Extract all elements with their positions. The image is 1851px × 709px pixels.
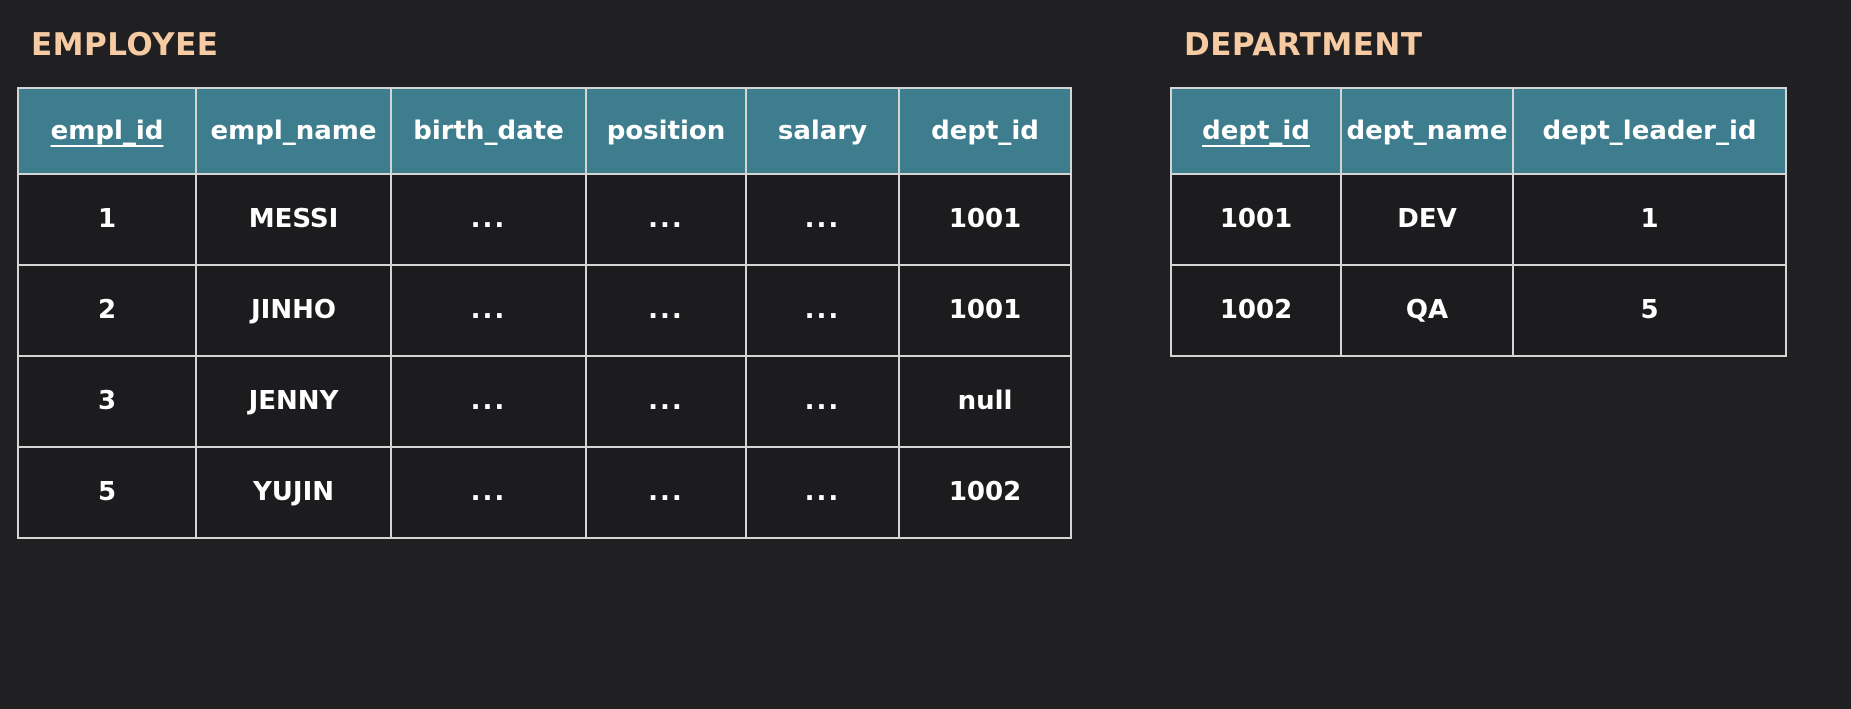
column-header-birth-date: birth_date (390, 87, 587, 175)
cell-empl-name: YUJIN (195, 446, 392, 539)
column-header-empl-name: empl_name (195, 87, 392, 175)
column-header-label: position (606, 115, 726, 146)
cell-salary: ... (745, 446, 900, 539)
column-header-label: dept_leader_id (1542, 115, 1757, 146)
cell-birth-date: ... (390, 355, 587, 448)
cell-empl-id: 3 (17, 355, 197, 448)
employee-header-row: empl_id empl_name birth_date position sa… (17, 87, 1072, 175)
department-table: dept_id dept_name dept_leader_id 1001 DE… (1170, 87, 1787, 357)
cell-salary: ... (745, 355, 900, 448)
employee-table-block: EMPLOYEE empl_id empl_name birth_date (17, 30, 1072, 539)
cell-dept-leader-id: 5 (1512, 264, 1787, 357)
cell-dept-id: 1002 (898, 446, 1072, 539)
cell-empl-name: JINHO (195, 264, 392, 357)
cell-dept-leader-id: 1 (1512, 173, 1787, 266)
cell-empl-name: MESSI (195, 173, 392, 266)
column-header-label: birth_date (413, 115, 564, 146)
cell-position: ... (585, 355, 747, 448)
column-header-label: salary (777, 115, 868, 146)
table-row: 1001 DEV 1 (1170, 173, 1787, 266)
column-header-salary: salary (745, 87, 900, 175)
column-header-position: position (585, 87, 747, 175)
column-header-label: empl_id (50, 115, 164, 146)
cell-birth-date: ... (390, 264, 587, 357)
cell-position: ... (585, 264, 747, 357)
column-header-label: dept_id (1202, 115, 1310, 146)
cell-birth-date: ... (390, 446, 587, 539)
column-header-dept-id: dept_id (898, 87, 1072, 175)
cell-position: ... (585, 446, 747, 539)
column-header-label: dept_id (931, 115, 1039, 146)
table-row: 1002 QA 5 (1170, 264, 1787, 357)
column-header-dept-name: dept_name (1340, 87, 1514, 175)
cell-salary: ... (745, 173, 900, 266)
column-header-dept-id: dept_id (1170, 87, 1342, 175)
cell-dept-name: QA (1340, 264, 1514, 357)
cell-birth-date: ... (390, 173, 587, 266)
cell-dept-id: 1001 (1170, 173, 1342, 266)
column-header-label: dept_name (1346, 115, 1508, 146)
table-row: 1 MESSI ... ... ... 1001 (17, 173, 1072, 266)
cell-empl-id: 5 (17, 446, 197, 539)
cell-empl-id: 1 (17, 173, 197, 266)
table-row: 5 YUJIN ... ... ... 1002 (17, 446, 1072, 539)
cell-dept-id: 1002 (1170, 264, 1342, 357)
table-row: 2 JINHO ... ... ... 1001 (17, 264, 1072, 357)
employee-table: empl_id empl_name birth_date position sa… (17, 87, 1072, 539)
cell-position: ... (585, 173, 747, 266)
cell-dept-id: null (898, 355, 1072, 448)
cell-dept-id: 1001 (898, 173, 1072, 266)
department-table-block: DEPARTMENT dept_id dept_name dept_leader… (1170, 30, 1787, 357)
cell-dept-id: 1001 (898, 264, 1072, 357)
employee-table-title: EMPLOYEE (31, 27, 219, 63)
column-header-dept-leader-id: dept_leader_id (1512, 87, 1787, 175)
department-header-row: dept_id dept_name dept_leader_id (1170, 87, 1787, 175)
cell-salary: ... (745, 264, 900, 357)
department-table-title: DEPARTMENT (1184, 27, 1423, 63)
cell-empl-id: 2 (17, 264, 197, 357)
column-header-label: empl_name (210, 115, 377, 146)
cell-empl-name: JENNY (195, 355, 392, 448)
table-row: 3 JENNY ... ... ... null (17, 355, 1072, 448)
cell-dept-name: DEV (1340, 173, 1514, 266)
column-header-empl-id: empl_id (17, 87, 197, 175)
